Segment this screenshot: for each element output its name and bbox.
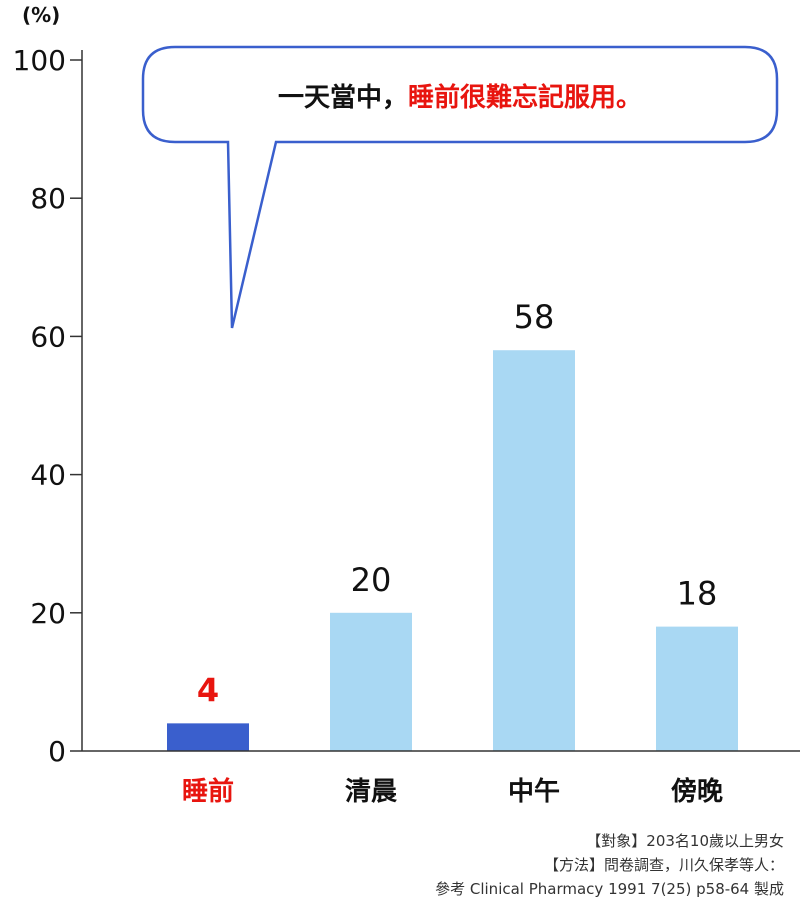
y-tick-label: 100 [13,44,66,77]
bar-1 [167,723,249,751]
y-tick-label: 0 [48,735,66,768]
bar-3 [493,350,575,751]
callout-bubble-shape [141,45,779,329]
callout-bubble: 一天當中，睡前很難忘記服用。 [141,45,779,329]
y-axis-ticks: 0 20 40 60 80 100 [13,44,82,768]
category-label: 傍晚 [671,776,723,807]
y-tick-label: 60 [30,320,66,353]
callout-text: 一天當中，睡前很難忘記服用。 [278,82,642,113]
category-labels-group: 睡前 清晨 中午 傍晚 [182,776,723,807]
footnote-method: 【方法】問卷調查，川久保孝等人： [543,856,784,874]
value-label: 20 [351,561,392,599]
bar-2 [330,612,412,751]
bars-group [167,350,738,751]
y-tick-label: 40 [30,459,66,492]
footnote-subjects: 【對象】203名10歲以上男女 [586,832,784,850]
callout-text-red: 睡前很難忘記服用。 [408,82,642,113]
category-label: 睡前 [182,776,234,807]
value-label: 18 [677,575,718,613]
y-tick-label: 80 [30,182,66,215]
category-label: 清晨 [345,777,398,807]
y-tick-label: 20 [30,597,66,630]
value-label: 4 [197,671,219,709]
bar-4 [656,626,738,751]
value-label: 58 [514,298,555,336]
footnote-reference: 參考 Clinical Pharmacy 1991 7(25) p58-64 製… [435,880,784,898]
value-labels-group: 4 20 58 18 [197,298,717,709]
callout-text-black: 一天當中， [278,83,408,113]
y-unit-label: (%) [22,3,60,27]
category-label: 中午 [508,776,560,807]
